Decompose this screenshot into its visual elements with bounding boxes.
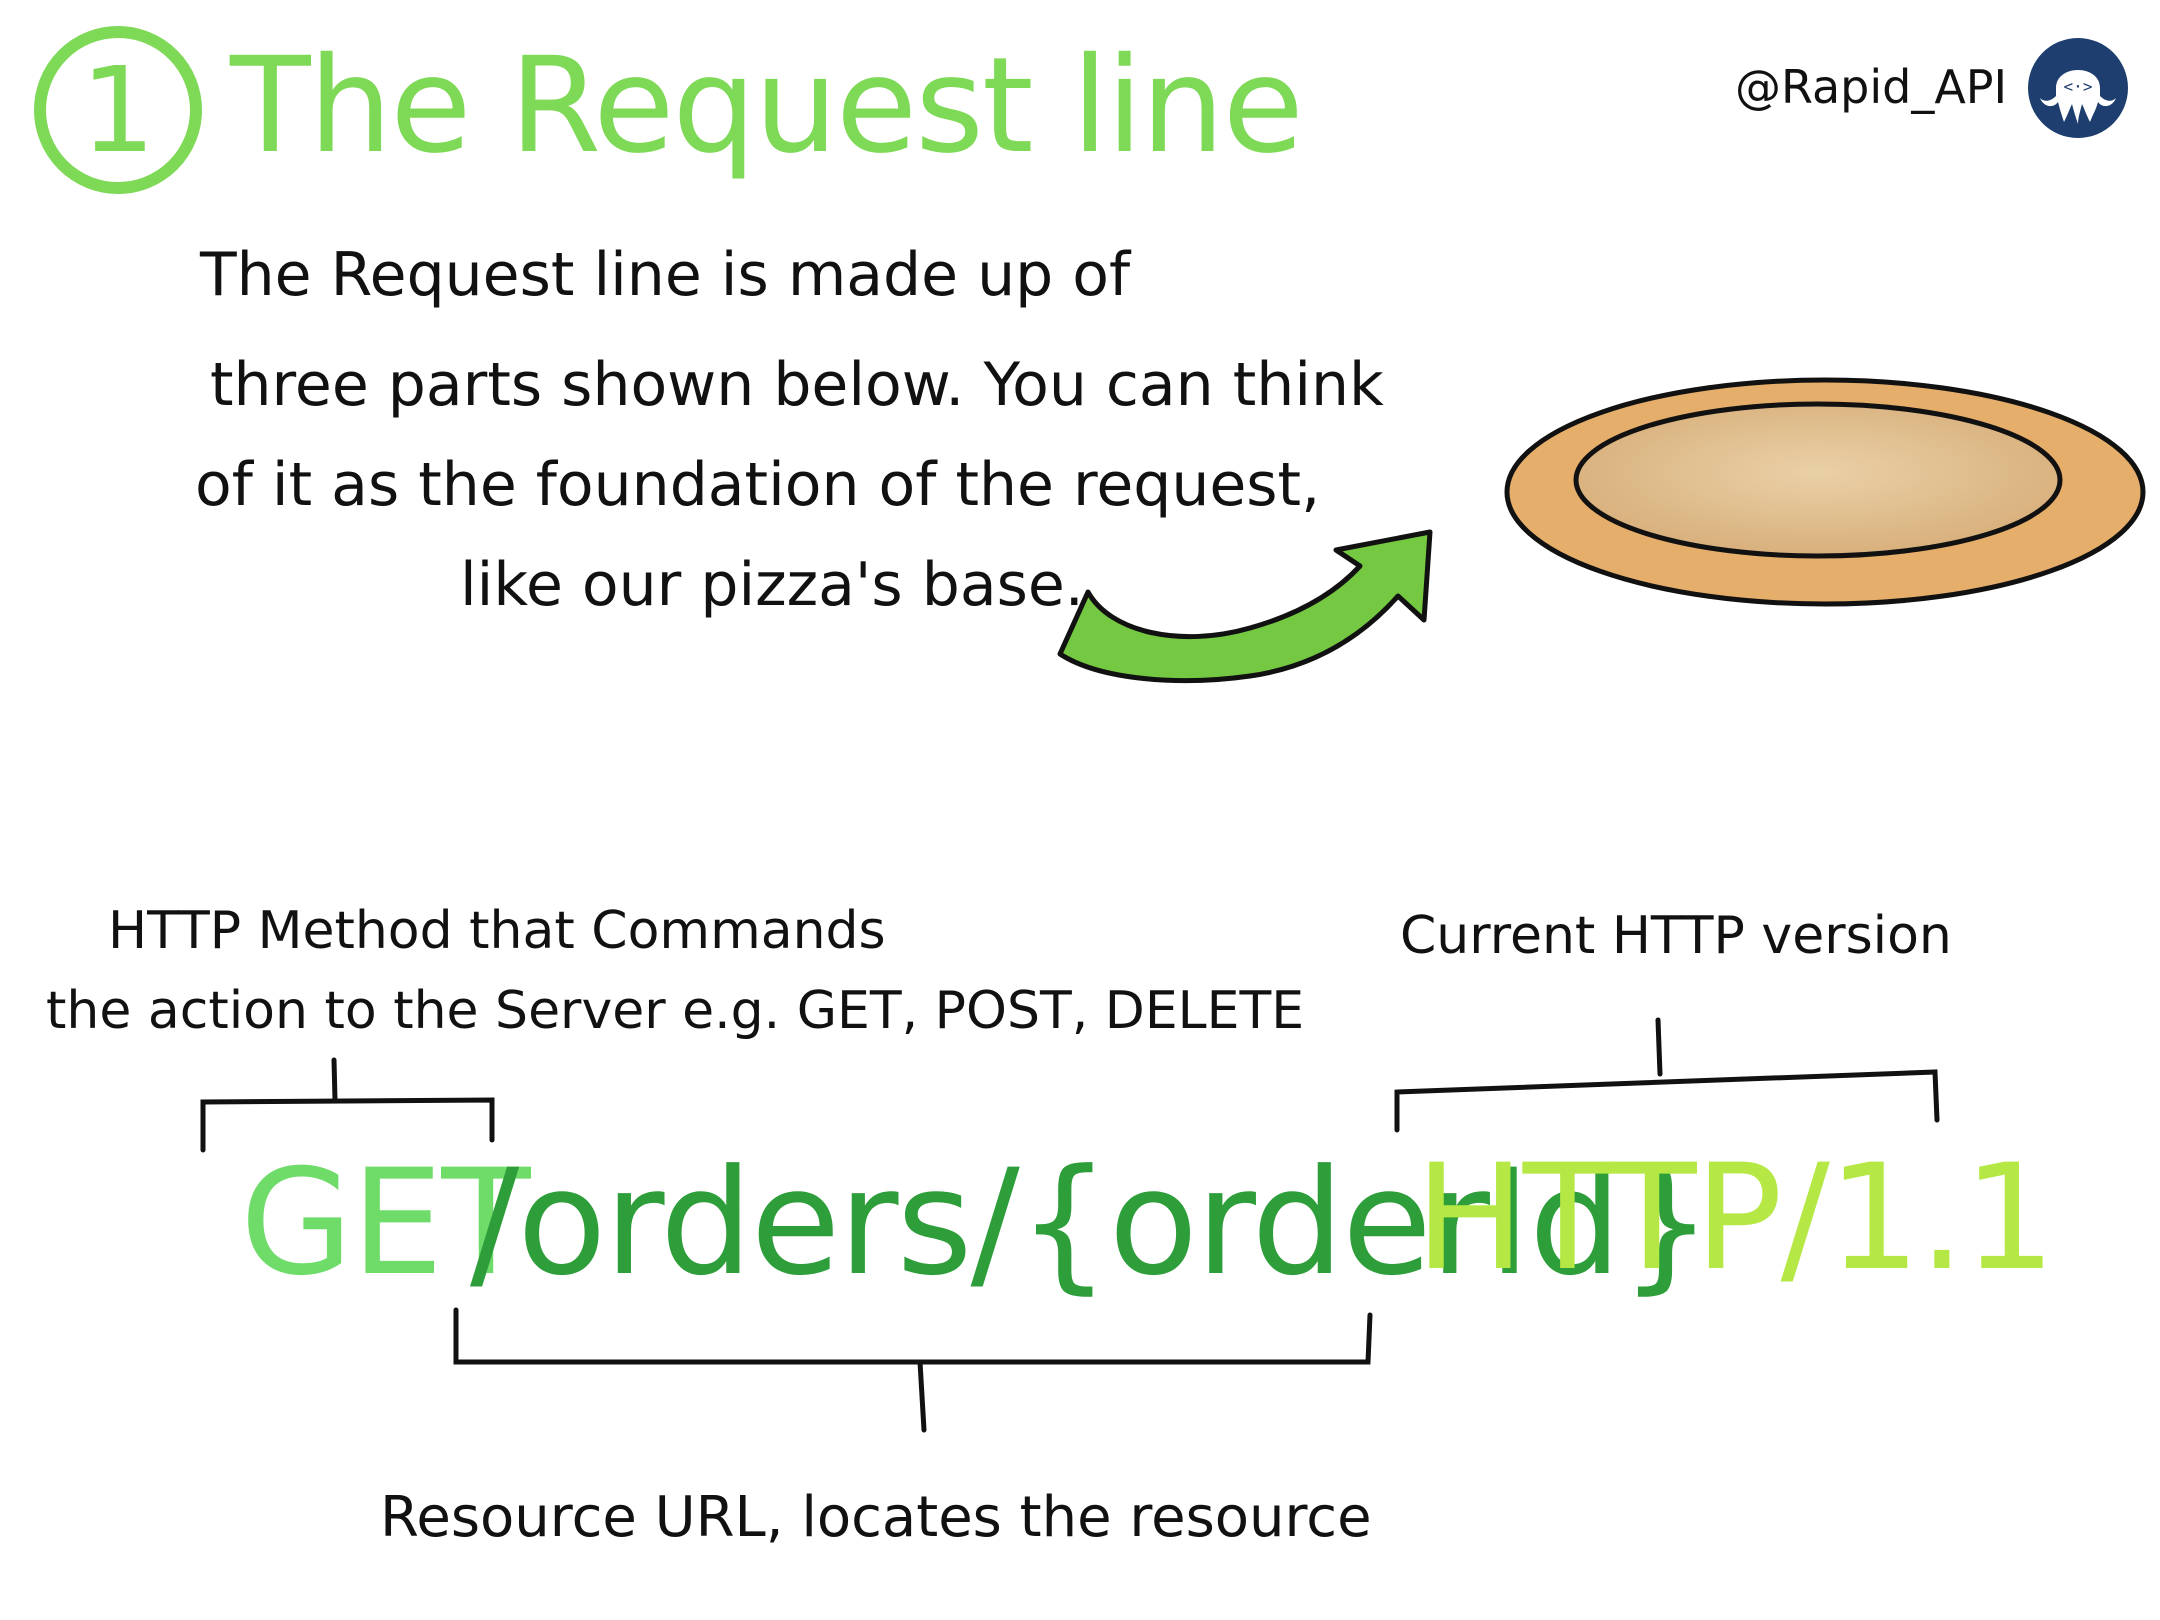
request-method: GET xyxy=(240,1138,531,1308)
octopus-logo-icon: <·> xyxy=(2028,38,2128,138)
version-label: Current HTTP version xyxy=(1400,906,1952,966)
intro-line-4: like our pizza's base. xyxy=(460,550,1084,620)
url-bracket xyxy=(453,1307,1373,1365)
curved-arrow-icon xyxy=(1057,529,1433,684)
url-label: Resource URL, locates the resource xyxy=(380,1485,1372,1550)
rapid-api-handle: @Rapid_API xyxy=(1735,60,2008,114)
version-bracket xyxy=(1394,1069,1940,1133)
page-title: The Request line xyxy=(230,29,1304,183)
svg-text:<·>: <·> xyxy=(2064,77,2093,96)
request-version: HTTP/1.1 xyxy=(1415,1133,2056,1303)
intro-line-1: The Request line is made up of xyxy=(200,240,1131,310)
url-bracket-stem xyxy=(917,1359,927,1433)
method-label-line-2: the action to the Server e.g. GET, POST,… xyxy=(46,981,1305,1041)
intro-line-2: three parts shown below. You can think xyxy=(210,350,1384,420)
pizza-base-illustration xyxy=(1504,377,2146,607)
method-bracket xyxy=(200,1097,495,1153)
request-url: /orders/{orderId} xyxy=(470,1138,1713,1308)
step-number: 1 xyxy=(80,41,156,179)
method-label-line-1: HTTP Method that Commands xyxy=(108,901,886,961)
method-bracket-stem xyxy=(331,1057,338,1103)
intro-line-3: of it as the foundation of the request, xyxy=(195,450,1321,520)
version-bracket-stem xyxy=(1655,1017,1663,1077)
